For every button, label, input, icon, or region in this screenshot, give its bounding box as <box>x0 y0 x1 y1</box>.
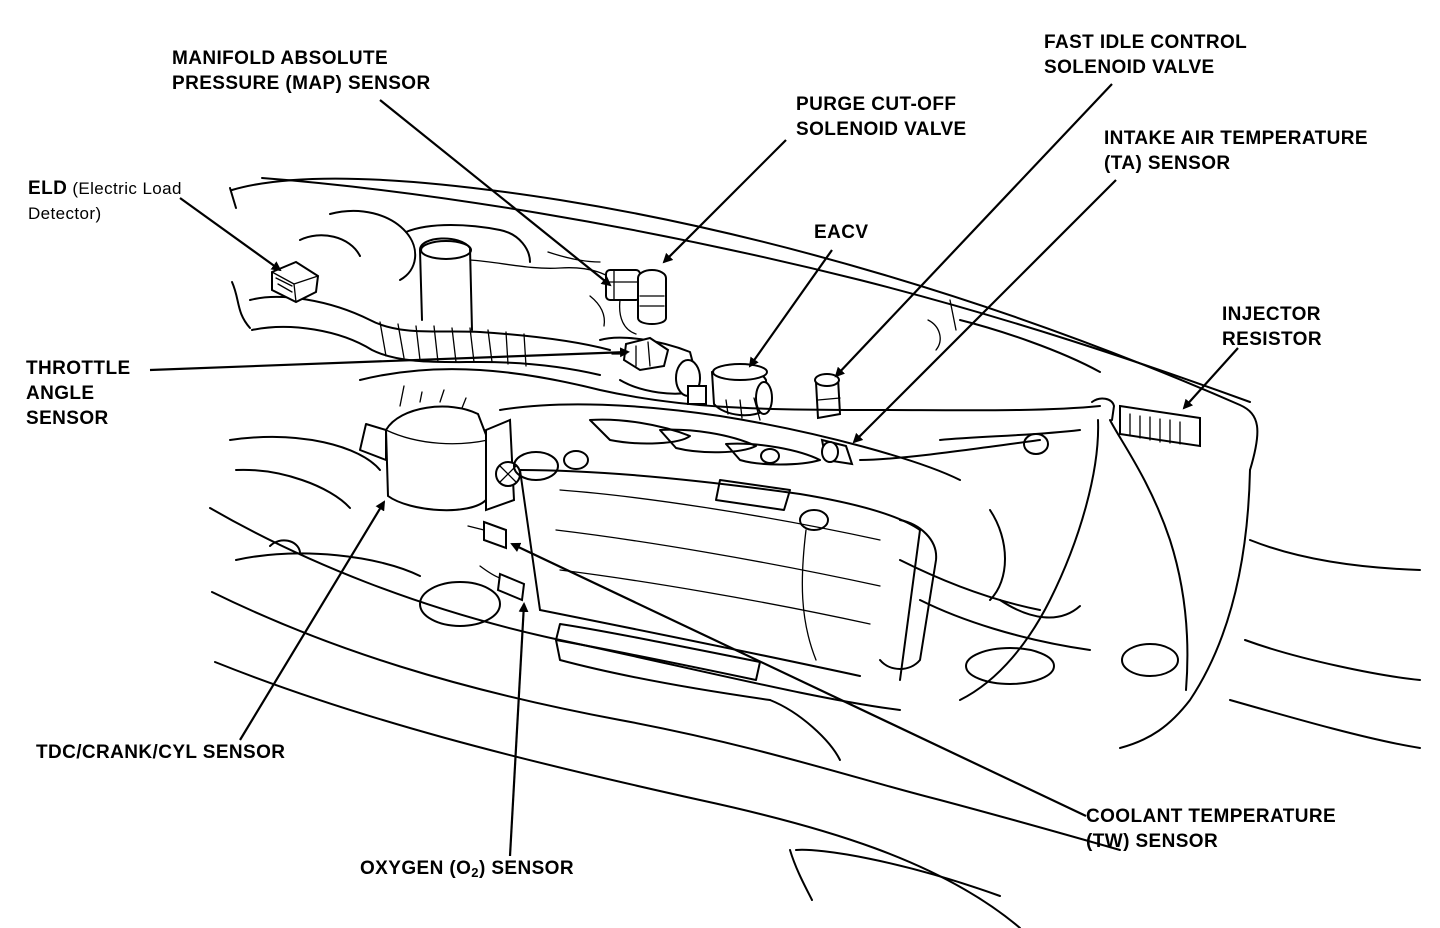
label-fast-idle-valve: FAST IDLE CONTROL SOLENOID VALVE <box>1044 30 1247 80</box>
label-coolant-temp-line1: COOLANT TEMPERATURE <box>1086 806 1337 827</box>
distributor <box>359 385 559 512</box>
leader-map-sensor <box>379 99 612 287</box>
label-fast-idle-line2: SOLENOID VALVE <box>1044 57 1215 78</box>
front-components <box>235 539 841 761</box>
label-eld-abbrev: ELD <box>28 178 68 199</box>
label-throttle-angle-line1: THROTTLE <box>26 358 131 379</box>
intake-assembly <box>249 209 621 376</box>
label-eld-line2: Detector) <box>28 204 102 223</box>
eld-component <box>271 260 320 304</box>
leader-eacv <box>748 249 833 368</box>
label-injector-resistor-line2: RESISTOR <box>1222 329 1322 350</box>
label-oxygen-pre: OXYGEN (O <box>360 858 472 879</box>
label-injector-resistor: INJECTOR RESISTOR <box>1222 302 1322 352</box>
label-coolant-temp-line2: (TW) SENSOR <box>1086 831 1219 852</box>
leader-fast-idle <box>834 83 1113 378</box>
leader-lines <box>149 83 1239 857</box>
label-coolant-temp: COOLANT TEMPERATURE (TW) SENSOR <box>1086 804 1336 854</box>
label-map-sensor: MANIFOLD ABSOLUTE PRESSURE (MAP) SENSOR <box>172 46 431 96</box>
leader-coolant-temp <box>510 542 1087 817</box>
leader-eld <box>179 197 282 272</box>
label-intake-air-temp-line2: (TA) SENSOR <box>1104 153 1231 174</box>
leader-tdc-sensor <box>239 500 386 741</box>
label-oxygen-sensor: OXYGEN (O2) SENSOR <box>360 856 574 885</box>
label-eacv-line1: EACV <box>814 222 869 243</box>
label-map-sensor-line1: MANIFOLD ABSOLUTE <box>172 48 389 69</box>
label-throttle-angle: THROTTLE ANGLE SENSOR <box>26 356 131 431</box>
eacv-component <box>710 363 773 421</box>
map-and-purge-cluster <box>589 269 667 335</box>
label-eld-rest: (Electric Load <box>67 179 182 198</box>
label-purge-valve-line1: PURGE CUT-OFF <box>796 94 957 115</box>
coolant-and-oxygen-sensors <box>467 438 854 602</box>
label-fast-idle-line1: FAST IDLE CONTROL <box>1044 32 1248 53</box>
label-throttle-angle-line2: ANGLE <box>26 383 95 404</box>
leader-oxygen-sensor <box>508 602 529 857</box>
label-intake-air-temp-line1: INTAKE AIR TEMPERATURE <box>1104 128 1368 149</box>
leader-purge-valve <box>662 139 787 264</box>
label-purge-valve: PURGE CUT-OFF SOLENOID VALVE <box>796 92 967 142</box>
leader-throttle-angle <box>149 347 630 372</box>
fast-idle-valve-component <box>814 373 842 420</box>
label-oxygen-sub: 2 <box>471 865 479 880</box>
cylinder-head <box>499 403 961 681</box>
label-tdc-sensor: TDC/CRANK/CYL SENSOR <box>36 740 285 765</box>
label-oxygen-post: ) SENSOR <box>478 858 574 879</box>
label-tdc-sensor-line1: TDC/CRANK/CYL SENSOR <box>36 742 286 763</box>
leader-injector-resistor <box>1182 347 1239 410</box>
harness-and-resistor <box>359 299 1201 701</box>
label-eld: ELD (Electric Load Detector) <box>28 176 182 226</box>
label-intake-air-temp: INTAKE AIR TEMPERATURE (TA) SENSOR <box>1104 126 1368 176</box>
leader-intake-air-temp <box>852 179 1117 444</box>
throttle-body <box>599 336 707 405</box>
label-eacv: EACV <box>814 220 868 245</box>
label-injector-resistor-line1: INJECTOR <box>1222 304 1321 325</box>
label-throttle-angle-line3: SENSOR <box>26 408 109 429</box>
label-map-sensor-line2: PRESSURE (MAP) SENSOR <box>172 73 431 94</box>
label-purge-valve-line2: SOLENOID VALVE <box>796 119 967 140</box>
